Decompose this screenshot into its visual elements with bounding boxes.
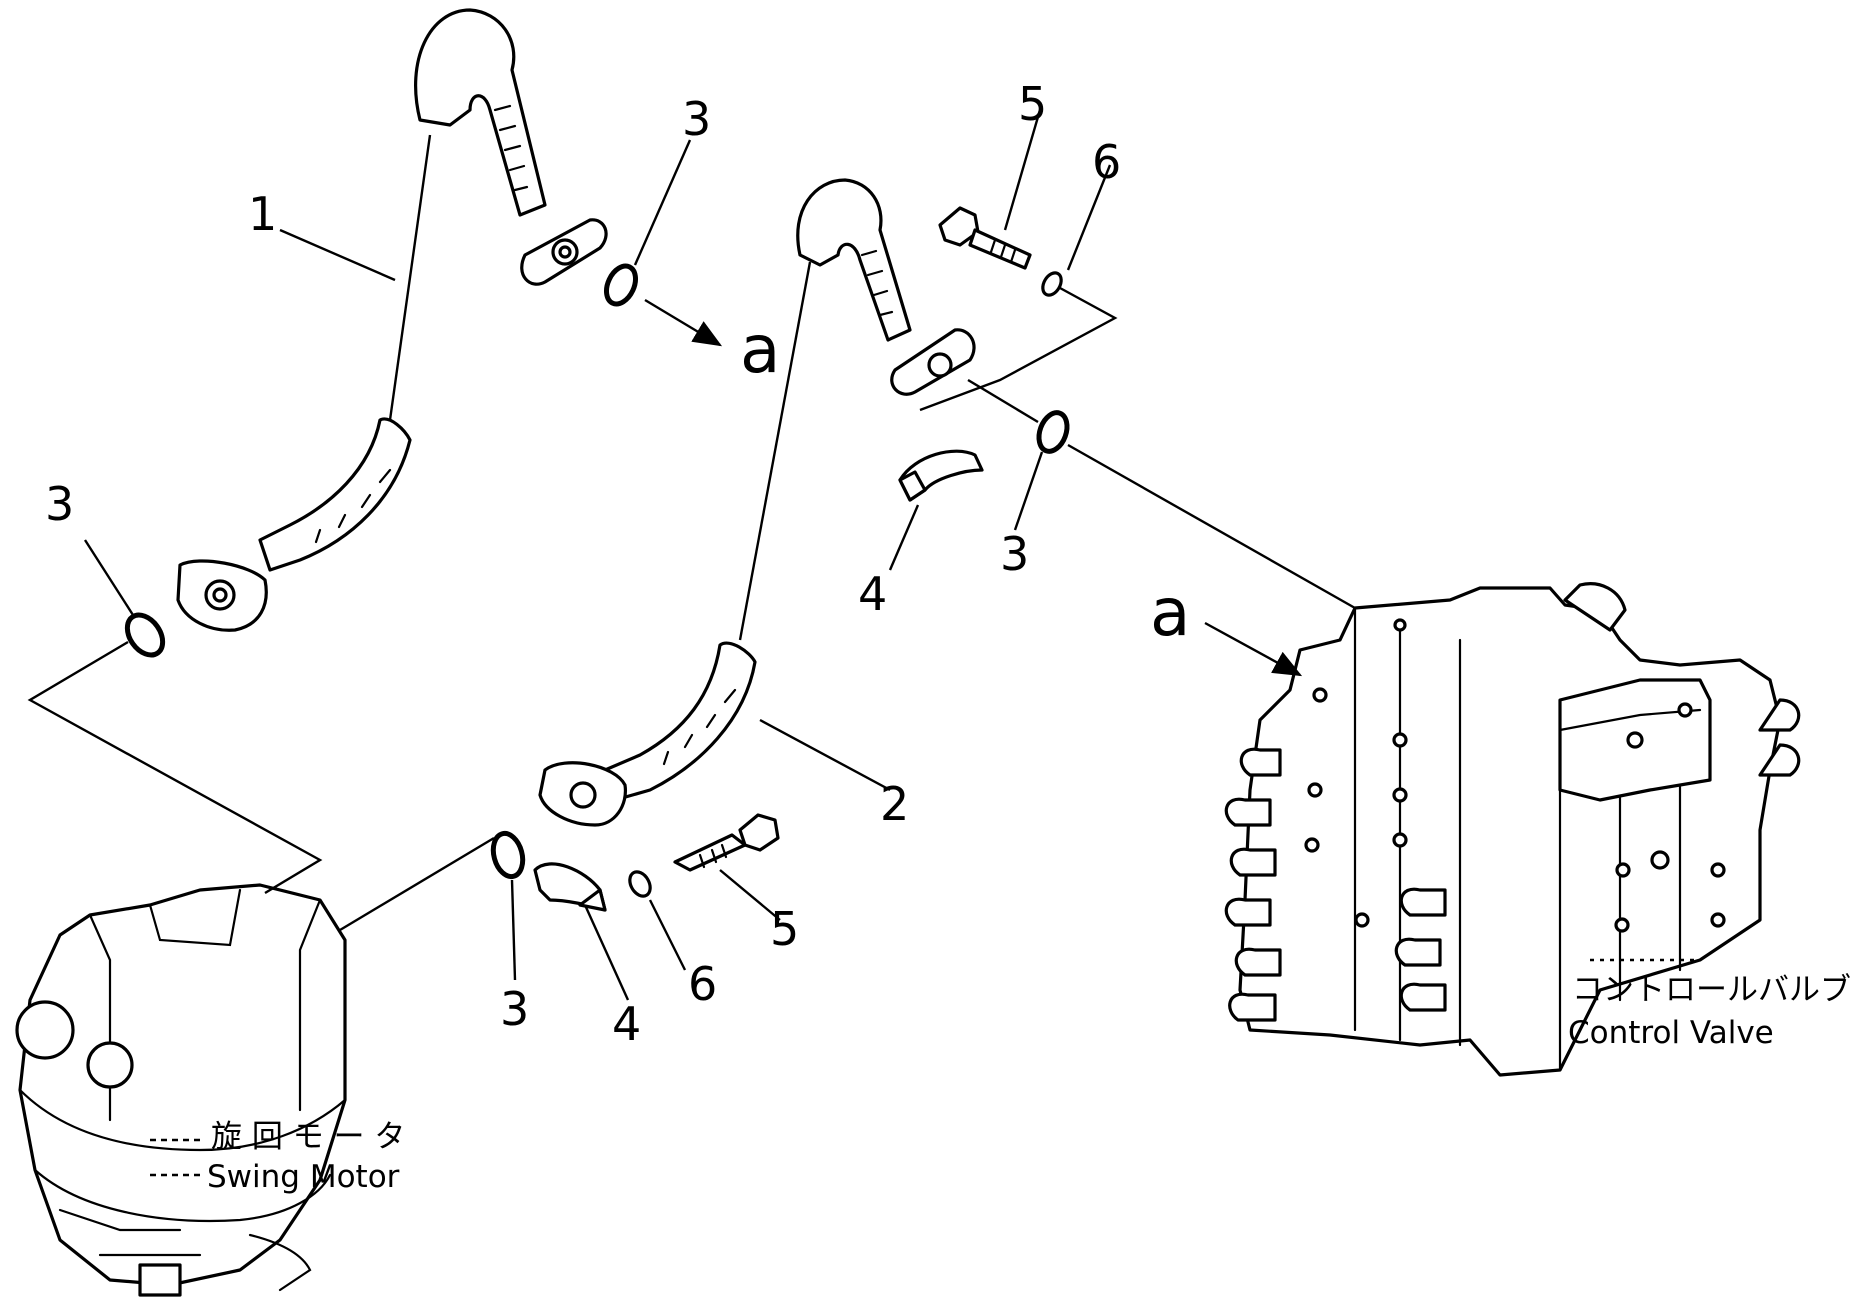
bolt-lower — [673, 813, 780, 872]
bolt-upper — [938, 206, 1032, 270]
connection-a-upper: a — [740, 311, 780, 388]
callout-3-left: 3 — [45, 477, 74, 531]
connection-a-valve: a — [1150, 574, 1190, 651]
split-flange-upper — [898, 449, 984, 502]
split-flange-lower — [533, 862, 607, 912]
connector-motor-left — [27, 640, 323, 895]
control-valve-label-en: Control Valve — [1568, 1015, 1774, 1051]
callout-3-lower: 3 — [500, 982, 529, 1036]
swing-motor — [15, 883, 347, 1297]
arrow-to-a-upper — [644, 298, 723, 347]
washer-upper — [1041, 271, 1063, 297]
callout-3-upper: 3 — [682, 92, 711, 146]
o-ring-left — [124, 612, 166, 658]
washer-lower — [628, 870, 652, 898]
connection-lines — [27, 286, 1356, 932]
hose-2-centerline — [738, 261, 812, 641]
arrow-a-to-valve — [1204, 621, 1303, 677]
callout-1: 1 — [248, 187, 277, 241]
swing-motor-label-jp: 旋 回 モ ー タ — [211, 1119, 405, 1155]
callout-2: 2 — [880, 777, 909, 831]
control-valve-label-jp: コントロールバルブ — [1572, 972, 1851, 1008]
swing-motor-label-en: Swing Motor — [207, 1159, 400, 1195]
callout-leaders — [83, 109, 1112, 1001]
callout-4-lower: 4 — [612, 997, 641, 1051]
bracket-upper — [919, 286, 1118, 412]
callout-5-upper: 5 — [1018, 77, 1047, 131]
o-ring-right — [1036, 410, 1070, 454]
o-ring-upper — [603, 263, 639, 307]
hose-1 — [176, 8, 608, 632]
callout-6-upper: 6 — [1092, 135, 1121, 189]
callout-4-upper: 4 — [858, 567, 887, 621]
callout-5-lower: 5 — [770, 902, 799, 956]
callout-6-lower: 6 — [688, 957, 717, 1011]
connector-motor-right — [339, 836, 495, 932]
hose-1-centerline — [388, 134, 432, 421]
o-ring-lower — [490, 830, 526, 880]
control-valve — [1224, 582, 1801, 1077]
hose-2 — [538, 178, 976, 827]
connector-flange-ring — [967, 378, 1039, 424]
connector-valve — [1067, 443, 1356, 610]
callout-3-right: 3 — [1000, 527, 1029, 581]
